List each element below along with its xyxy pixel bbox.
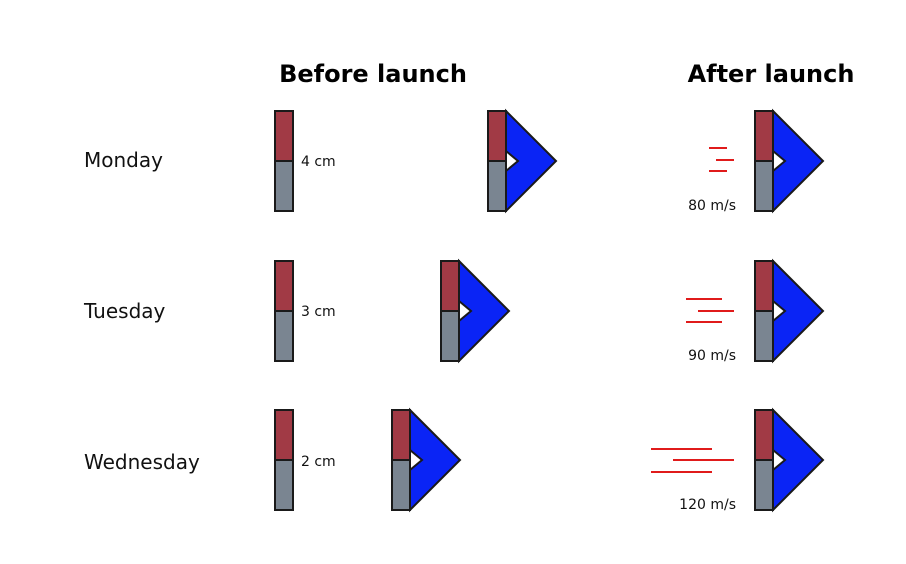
arrowhead xyxy=(409,407,462,513)
distance-label: 2 cm xyxy=(301,454,336,470)
before-launcher xyxy=(487,108,558,214)
after-launcher xyxy=(754,108,825,214)
before-launcher xyxy=(391,407,462,513)
distance-label: 4 cm xyxy=(301,154,336,170)
speed-lines xyxy=(651,448,734,473)
before-launcher xyxy=(440,258,511,364)
arrowhead xyxy=(772,108,825,214)
distance-label: 3 cm xyxy=(301,304,336,320)
arrowhead xyxy=(505,108,558,214)
arrowhead xyxy=(772,407,825,513)
day-label: Monday xyxy=(84,148,163,172)
row-monday: Monday 4 cm 80 m/s xyxy=(84,108,825,214)
row-wednesday: Wednesday 2 cm 120 m/s xyxy=(84,407,825,513)
day-label: Wednesday xyxy=(84,450,200,474)
speed-label: 90 m/s xyxy=(688,348,736,364)
arrowhead xyxy=(772,258,825,364)
row-tuesday: Tuesday 3 cm 90 m/s xyxy=(83,258,825,364)
day-label: Tuesday xyxy=(83,299,166,323)
speed-label: 80 m/s xyxy=(688,198,736,214)
after-launcher xyxy=(754,407,825,513)
after-launch-header: After launch xyxy=(688,60,855,88)
arrowhead xyxy=(458,258,511,364)
before-magnet xyxy=(274,409,294,511)
speed-label: 120 m/s xyxy=(679,497,736,513)
speed-lines xyxy=(709,147,734,172)
before-magnet xyxy=(274,260,294,362)
before-magnet xyxy=(274,110,294,212)
speed-lines xyxy=(686,298,734,323)
before-launch-header: Before launch xyxy=(279,60,467,88)
after-launcher xyxy=(754,258,825,364)
